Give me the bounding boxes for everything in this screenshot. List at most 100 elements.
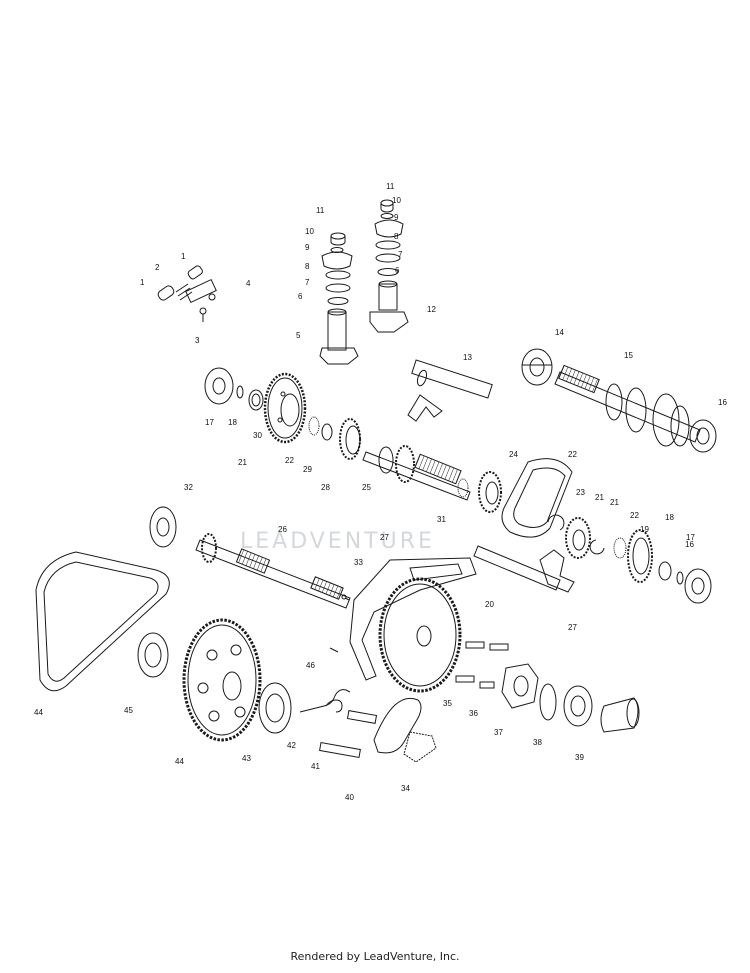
callout-label: 4 — [246, 279, 251, 288]
callout-label: 44 — [175, 757, 184, 766]
callout-label: 8 — [305, 262, 310, 271]
callout-label: 22 — [568, 450, 577, 459]
callout-label: 42 — [287, 741, 296, 750]
callout-label: 1 — [181, 252, 186, 261]
callout-label: 6 — [298, 292, 303, 301]
part-input-shaft-15 — [554, 364, 701, 447]
callout-label: 36 — [469, 709, 478, 718]
part-shift-fork-13 — [407, 359, 493, 422]
callout-label: 14 — [555, 328, 564, 337]
callout-label: 21 — [610, 498, 619, 507]
callout-label: 23 — [576, 488, 585, 497]
callout-label: 5 — [296, 331, 301, 340]
part-seal-44-left — [137, 632, 169, 678]
callout-label: 18 — [665, 513, 674, 522]
callout-label: 3 — [195, 336, 200, 345]
part-shift-post-right — [369, 199, 409, 333]
part-seal-44-right — [258, 682, 292, 734]
part-bearing-16-left — [204, 367, 264, 411]
callout-label: 11 — [386, 182, 395, 191]
part-gear-30 — [263, 372, 307, 444]
part-spring-43 — [299, 689, 378, 758]
part-bracket-26 — [349, 557, 477, 681]
callout-label: 25 — [362, 483, 371, 492]
callout-label: 45 — [124, 706, 133, 715]
callout-label: 2 — [155, 263, 160, 272]
part-gear-25 — [457, 471, 502, 513]
callout-label: 27 — [568, 623, 577, 632]
callout-label: 37 — [494, 728, 503, 737]
callout-label: 19 — [640, 525, 649, 534]
callout-label: 35 — [443, 699, 452, 708]
watermark: LEADVENTURE — [240, 529, 435, 554]
part-bearing-38 — [563, 685, 593, 727]
callout-label: 7 — [305, 278, 310, 287]
callout-label: 9 — [305, 243, 310, 252]
part-bearing-31 — [149, 506, 177, 548]
part-bolts-34 — [455, 641, 509, 689]
callout-label: 24 — [509, 450, 518, 459]
part-pin-assembly — [157, 265, 217, 322]
callout-label: 13 — [463, 353, 472, 362]
part-plate-36 — [501, 663, 557, 721]
callout-label: 33 — [354, 558, 363, 567]
callout-label: 11 — [316, 206, 325, 215]
callout-label: 40 — [345, 793, 354, 802]
callout-label: 6 — [395, 266, 400, 275]
footer-credit: Rendered by LeadVenture, Inc. — [290, 950, 460, 963]
callout-label: 28 — [321, 483, 330, 492]
callout-label: 46 — [306, 661, 315, 670]
part-chain-24 — [501, 458, 573, 538]
callout-label: 8 — [394, 232, 399, 241]
callout-label: 44 — [34, 708, 43, 717]
part-shift-post-left — [319, 232, 359, 365]
part-pin-27 — [329, 597, 350, 653]
part-needle-bearing-21 — [308, 416, 333, 441]
callout-label: 21 — [238, 458, 247, 467]
callout-label: 7 — [398, 250, 403, 259]
callout-label: 22 — [630, 511, 639, 520]
part-shaft-28 — [362, 445, 471, 501]
callout-label: 41 — [311, 762, 320, 771]
callout-label: 26 — [278, 525, 287, 534]
callout-label: 29 — [303, 465, 312, 474]
callout-label: 10 — [305, 227, 314, 236]
callout-label: 17 — [686, 533, 695, 542]
part-belt-46 — [35, 551, 170, 692]
callout-label: 9 — [394, 213, 399, 222]
callout-label: 17 — [205, 418, 214, 427]
callout-label: 1 — [140, 278, 145, 287]
callout-label: 43 — [242, 754, 251, 763]
part-sprocket-23 — [547, 514, 605, 559]
callout-label: 18 — [228, 418, 237, 427]
callout-label: 38 — [533, 738, 542, 747]
callout-label: 34 — [401, 784, 410, 793]
part-bearing-14 — [521, 348, 553, 386]
callout-label: 31 — [437, 515, 446, 524]
callout-label: 21 — [595, 493, 604, 502]
callout-label: 16 — [718, 398, 727, 407]
part-output-shaft-32 — [195, 533, 351, 609]
callout-label: 30 — [253, 431, 262, 440]
part-gear-19 — [613, 529, 653, 583]
part-sprocket-33 — [378, 577, 462, 693]
part-bearing-16-top — [689, 419, 717, 453]
callout-label: 16 — [685, 540, 694, 549]
part-coupler-39 — [600, 697, 640, 733]
callout-label: 39 — [575, 753, 584, 762]
part-gear-29 — [339, 418, 361, 460]
part-bearing-16-right — [658, 561, 712, 604]
callout-label: 10 — [392, 196, 401, 205]
part-shift-fork-20 — [473, 545, 575, 593]
callout-label: 27 — [380, 533, 389, 542]
callout-label: 15 — [624, 351, 633, 360]
callout-label: 22 — [285, 456, 294, 465]
callout-label: 12 — [427, 305, 436, 314]
part-brake-arm-41 — [373, 698, 437, 763]
callout-label: 20 — [485, 600, 494, 609]
callout-label: 32 — [184, 483, 193, 492]
part-gear-45 — [182, 618, 262, 742]
